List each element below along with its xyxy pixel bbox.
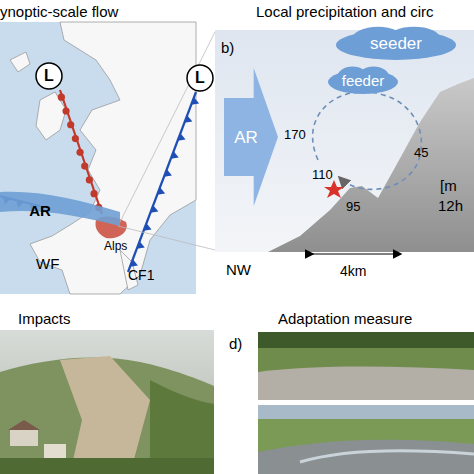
river-water <box>300 451 474 462</box>
panel-letter: b) <box>221 40 234 55</box>
band-node: AR <box>0 186 120 230</box>
sea <box>0 22 196 294</box>
panel-title: Impacts <box>18 311 71 326</box>
cold-front-symbol <box>130 259 138 266</box>
low-pressure-circle <box>36 63 62 89</box>
treeline <box>258 332 474 348</box>
house <box>44 444 66 458</box>
weather-fronts <box>0 90 199 272</box>
warm-front-symbol <box>90 190 97 197</box>
circle-node: L <box>35 62 63 90</box>
cold-front-symbol <box>157 187 165 194</box>
atmospheric-river-band <box>0 192 120 226</box>
scale-arrow <box>312 253 400 254</box>
callout-number: 170 <box>284 128 306 141</box>
gravel-bed <box>258 367 474 401</box>
cold-front-symbol <box>171 151 179 158</box>
callout-number: 95 <box>346 200 360 213</box>
node-label: AR <box>29 203 51 218</box>
warm-front-symbol <box>67 121 74 128</box>
front-line <box>128 92 196 272</box>
adaptation-photo <box>258 405 474 474</box>
low-pressure-circle <box>187 65 213 91</box>
cold-front-symbol <box>150 205 158 212</box>
cold-front-symbol <box>191 97 199 104</box>
region-label: Alps <box>104 240 127 252</box>
node-outline <box>0 186 120 230</box>
node-label: feeder <box>342 73 385 88</box>
vegetation <box>0 458 214 474</box>
cold-front-symbol <box>144 223 152 230</box>
callout-number: 110 <box>312 168 333 181</box>
british-isles <box>36 92 66 140</box>
panel-b-background <box>215 30 474 252</box>
panel-title: Local precipitation and circ <box>256 4 434 19</box>
unit-label: 12h <box>438 198 463 213</box>
cold-front-symbol <box>164 169 172 176</box>
debris-flow <box>60 356 150 474</box>
front-label: WF <box>36 256 59 271</box>
impacts-photo <box>0 330 214 474</box>
panel-letter: d) <box>229 336 242 351</box>
cloud-node: feeder <box>328 66 398 94</box>
direction-label: NW <box>226 262 251 277</box>
house <box>10 430 38 446</box>
node-label: L <box>44 68 54 84</box>
node-label: seeder <box>370 35 422 52</box>
node-label: L <box>195 70 205 86</box>
mountain <box>268 78 474 252</box>
front-line <box>60 90 102 214</box>
europe-land <box>30 22 196 294</box>
sky <box>258 405 474 419</box>
roof <box>8 420 40 430</box>
warm-front-symbol <box>58 94 65 101</box>
callout-number: 45 <box>414 146 428 159</box>
front-label: CF1 <box>128 268 154 282</box>
circulation-loop <box>313 92 422 189</box>
unit-label: [m <box>440 178 457 193</box>
circle-node: L <box>186 64 214 92</box>
warm-front-symbol <box>62 107 69 114</box>
atmospheric-river-arrow <box>224 68 278 206</box>
warm-front-symbol <box>72 135 79 142</box>
dimension-label: 4km <box>340 264 366 278</box>
warm-front-symbol <box>76 149 83 156</box>
panel-title: ynoptic-scale flow <box>0 4 118 19</box>
warm-front-symbol <box>81 162 88 169</box>
node-label: AR <box>234 129 258 146</box>
river <box>258 440 474 474</box>
arrow-node: AR <box>224 68 278 206</box>
adaptation-photo <box>258 332 474 400</box>
zoom-line <box>118 32 215 226</box>
zoom-line <box>118 226 215 250</box>
cloud-node: seeder <box>336 26 456 60</box>
cold-front-symbol <box>137 241 145 248</box>
island <box>10 52 30 72</box>
panel-title: Adaptation measure <box>278 311 412 326</box>
station-star <box>324 180 344 198</box>
cold-front-symbol <box>184 115 192 122</box>
warm-front-symbol <box>86 176 93 183</box>
cold-front-symbol <box>178 133 186 140</box>
